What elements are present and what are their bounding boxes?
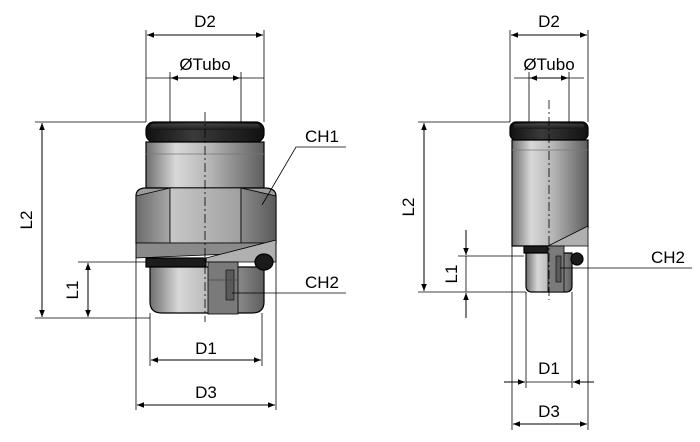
right-seal-ring (523, 245, 551, 254)
left-view: D2 ØTubo CH1 CH2 L2 (17, 12, 346, 410)
left-dim-tubo: ØTubo (146, 55, 264, 122)
left-hex-nut (135, 187, 277, 263)
left-dim-d3: D3 (135, 243, 277, 410)
right-l1-label: L1 (442, 265, 461, 284)
left-ch1-label: CH1 (305, 127, 339, 146)
left-d1-label: D1 (195, 339, 217, 358)
left-dim-l1: L1 (63, 261, 146, 317)
right-screw-head (570, 252, 584, 266)
right-body (511, 139, 589, 247)
right-dim-d2: D2 (509, 12, 589, 122)
left-d3-label: D3 (195, 383, 217, 402)
left-leader-ch1: CH1 (261, 127, 346, 206)
left-tubo-label: ØTubo (179, 55, 230, 74)
right-ch2-label: CH2 (651, 248, 685, 267)
right-view: D2 ØTubo CH2 L2 L1 (399, 12, 692, 430)
right-thread-body (525, 245, 573, 293)
left-ch2-label: CH2 (305, 273, 339, 292)
right-dim-d1: D1 (504, 292, 594, 388)
left-d2-label: D2 (194, 12, 216, 31)
left-l2-label: L2 (17, 211, 36, 230)
right-tubo-label: ØTubo (523, 55, 574, 74)
right-d3-label: D3 (538, 402, 560, 421)
left-l1-label: L1 (63, 281, 82, 300)
right-dim-d3: D3 (511, 246, 589, 430)
right-d2-label: D2 (538, 12, 560, 31)
right-leader-ch2: CH2 (560, 248, 692, 269)
right-dim-l2: L2 (399, 121, 526, 293)
left-leader-ch2: CH2 (232, 273, 346, 294)
right-collet-ring (509, 121, 589, 141)
right-l2-label: L2 (399, 198, 418, 217)
left-dim-d2: D2 (145, 12, 265, 122)
right-d1-label: D1 (538, 359, 560, 378)
right-dim-tubo: ØTubo (514, 55, 584, 122)
left-seal-ring (145, 257, 207, 268)
left-thread-body (149, 261, 265, 315)
right-dim-l1: L1 (442, 230, 524, 318)
left-dim-l2: L2 (17, 121, 150, 319)
left-dim-d1: D1 (149, 313, 263, 366)
left-screw-head (254, 253, 274, 271)
